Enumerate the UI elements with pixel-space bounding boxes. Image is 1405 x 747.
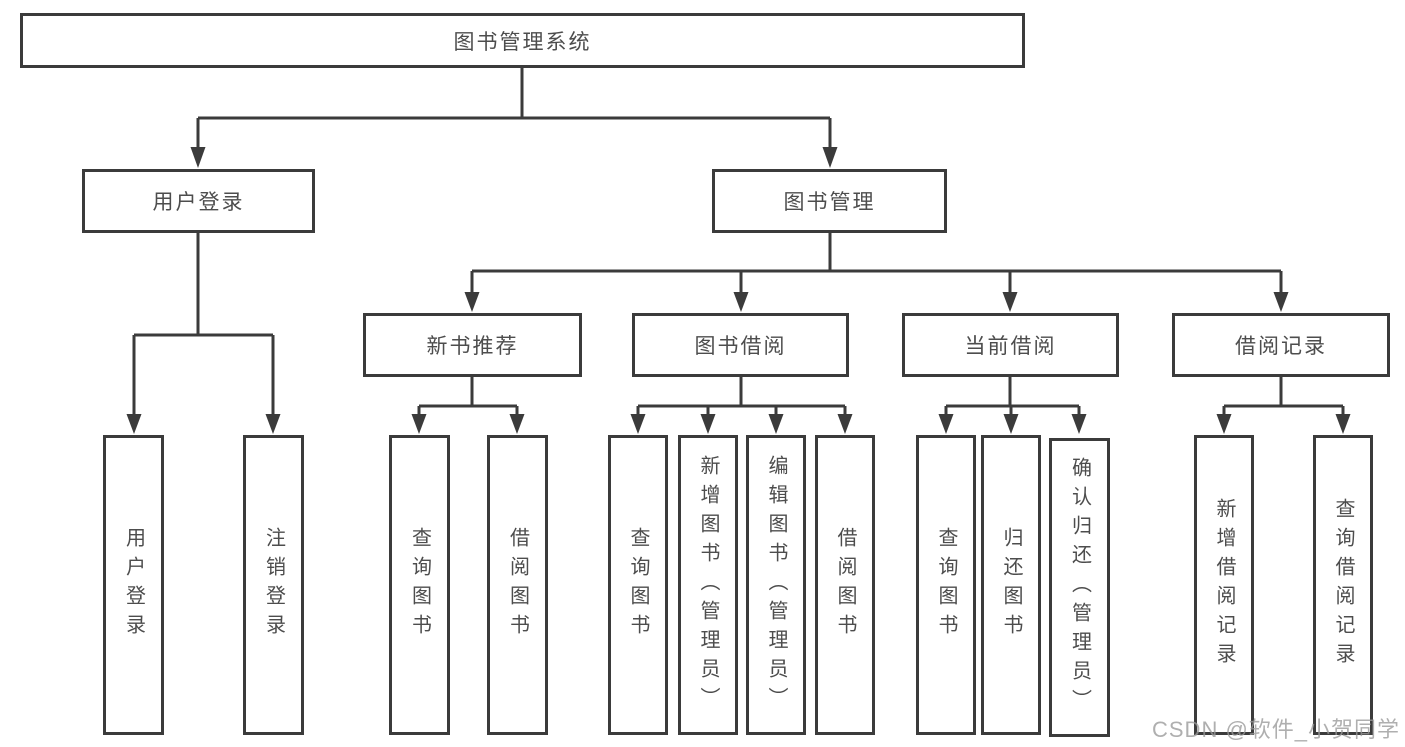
node-label: 图书管理系统 bbox=[453, 30, 592, 54]
leaf-query-books-recommend: 查询图书 bbox=[389, 435, 450, 735]
leaf-user-login: 用户登录 bbox=[103, 435, 164, 735]
leaf-label: 编辑图书（管理员） bbox=[765, 454, 787, 716]
leaf-label: 查询借阅记录 bbox=[1332, 498, 1354, 672]
leaf-logout: 注销登录 bbox=[243, 435, 304, 735]
node-library-system-root: 图书管理系统 bbox=[20, 13, 1025, 68]
node-borrow-record: 借阅记录 bbox=[1172, 313, 1390, 377]
leaf-label: 查询图书 bbox=[935, 527, 957, 643]
leaf-label: 查询图书 bbox=[627, 527, 649, 643]
node-label: 图书管理 bbox=[783, 191, 876, 214]
node-label: 用户登录 bbox=[152, 191, 245, 214]
leaf-query-borrow-record: 查询借阅记录 bbox=[1313, 435, 1373, 735]
leaf-label: 用户登录 bbox=[122, 527, 145, 643]
node-book-management: 图书管理 bbox=[712, 169, 947, 233]
arrowheads bbox=[126, 147, 1351, 434]
node-new-book-recommend: 新书推荐 bbox=[363, 313, 582, 377]
leaf-return-books: 归还图书 bbox=[981, 435, 1041, 735]
csdn-watermark: CSDN @软件_小贺同学 bbox=[1152, 717, 1401, 742]
leaf-add-borrow-record: 新增借阅记录 bbox=[1194, 435, 1254, 735]
leaf-borrow-books: 借阅图书 bbox=[815, 435, 875, 735]
leaf-label: 新增图书（管理员） bbox=[697, 454, 719, 716]
leaf-query-books-borrow: 查询图书 bbox=[608, 435, 668, 735]
node-book-borrow: 图书借阅 bbox=[632, 313, 849, 377]
leaf-label: 注销登录 bbox=[262, 527, 285, 643]
leaf-label: 查询图书 bbox=[408, 527, 431, 643]
leaf-label: 确认归还（管理员） bbox=[1068, 457, 1091, 718]
node-label: 图书借阅 bbox=[694, 335, 787, 358]
leaf-label: 新增借阅记录 bbox=[1213, 498, 1235, 672]
node-label: 当前借阅 bbox=[964, 335, 1057, 358]
leaf-label: 借阅图书 bbox=[834, 527, 856, 643]
leaf-add-books-admin: 新增图书（管理员） bbox=[678, 435, 738, 735]
leaf-label: 归还图书 bbox=[1000, 527, 1022, 643]
leaf-edit-books-admin: 编辑图书（管理员） bbox=[746, 435, 806, 735]
node-current-borrow: 当前借阅 bbox=[902, 313, 1119, 377]
leaf-confirm-return-admin: 确认归还（管理员） bbox=[1049, 438, 1110, 737]
leaf-label: 借阅图书 bbox=[506, 527, 529, 643]
node-label: 借阅记录 bbox=[1235, 335, 1327, 358]
leaf-borrow-books-recommend: 借阅图书 bbox=[487, 435, 548, 735]
leaf-query-books-current: 查询图书 bbox=[916, 435, 976, 735]
node-label: 新书推荐 bbox=[426, 335, 519, 358]
node-user-login: 用户登录 bbox=[82, 169, 315, 233]
